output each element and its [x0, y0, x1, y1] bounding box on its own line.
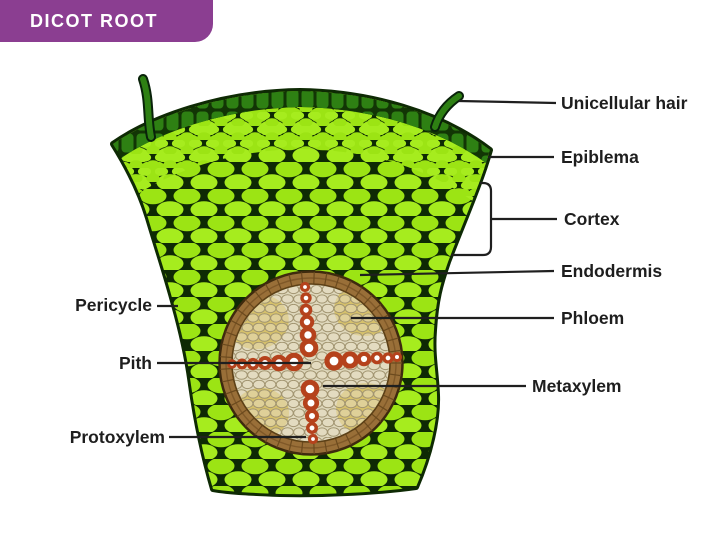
label-cortex: Cortex — [564, 209, 620, 229]
root-hair-right — [430, 91, 464, 132]
label-phloem: Phloem — [561, 308, 625, 328]
label-pith: Pith — [118, 353, 152, 373]
label-metaxylem: Metaxylem — [532, 376, 622, 396]
label-epiblema: Epiblema — [561, 147, 639, 167]
leader-line-endodermis — [359, 269, 555, 277]
outer-cortex-small-cells — [120, 107, 486, 205]
epiblema-layer — [113, 91, 490, 163]
leader-line-unicellular-hair — [458, 99, 557, 105]
label-unicellular-hair: Unicellular hair — [561, 93, 688, 113]
label-protoxylem: Protoxylem — [69, 427, 165, 447]
leader-lines — [157, 99, 557, 439]
label-pericycle: Pericycle — [75, 295, 152, 315]
page-title: DICOT ROOT — [30, 11, 158, 31]
root-hair-left — [138, 74, 156, 142]
label-endodermis: Endodermis — [561, 261, 663, 281]
title-badge: DICOT ROOT — [0, 0, 213, 42]
